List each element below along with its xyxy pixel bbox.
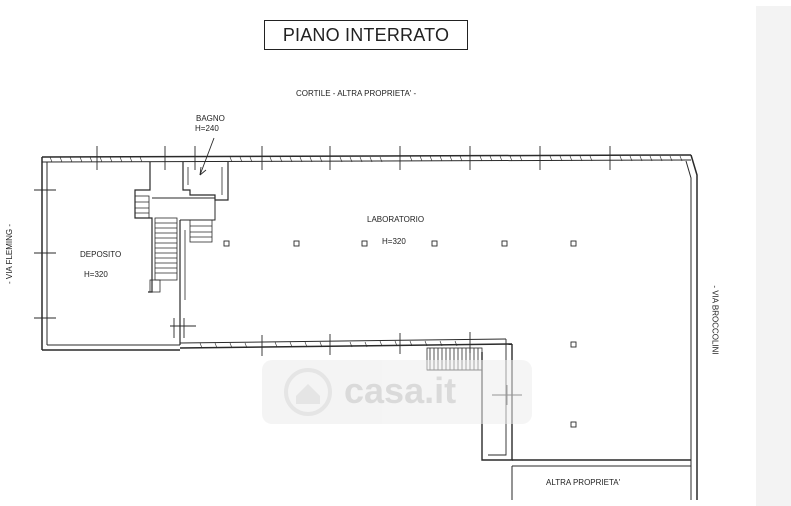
label-bagno-height: H=240 [195,124,219,133]
pillar [570,341,577,348]
wall-left-ticks [34,189,56,319]
wall-bottom-mid [179,343,513,349]
label-cortile: CORTILE - ALTRA PROPRIETA' - [296,89,417,98]
stairs-main [134,195,213,293]
label-laboratorio-height: H=320 [382,237,406,246]
wall-bottom-mid-inner [179,338,507,344]
label-via-broccolini: - VIA BROCCOLINI [710,285,720,355]
pillar [570,240,577,247]
plan-title-box: PIANO INTERRATO [264,20,468,50]
side-panel [756,6,791,506]
watermark [262,360,532,424]
wall-top-hatch [49,155,683,163]
wall-right-inner [685,160,692,500]
wall-right [690,154,698,500]
wall-bottom-ticks [261,332,471,356]
door-ticks [170,318,196,338]
label-laboratorio: LABORATORIO [367,215,425,224]
pillar [361,240,368,247]
label-deposito-height: H=320 [84,270,108,279]
pillar [431,240,438,247]
wall-top-ticks [96,146,611,170]
label-via-fleming: - VIA FLEMING - [5,223,15,285]
plan-title: PIANO INTERRATO [282,24,450,45]
bagno-arrowhead [199,166,207,176]
label-altra-proprieta: ALTRA PROPRIETA' [546,478,621,487]
partition-deposito [134,162,153,293]
pillar [223,240,230,247]
bagno-arrow [199,137,215,176]
wall-top [41,154,692,158]
pillar [293,240,300,247]
pillars [223,240,577,428]
wall-top-inner [41,159,692,163]
label-bagno: BAGNO [196,114,225,123]
house-icon [284,368,332,416]
label-deposito: DEPOSITO [80,250,122,259]
altra-proprieta-box [511,466,692,500]
watermark-text: casa.it [344,370,457,411]
pillar [501,240,508,247]
bagno-walls [182,162,229,201]
stairs-divider [152,197,216,221]
bagno-inner [187,167,223,195]
pillar [570,421,577,428]
wall-bottom-hatch [199,340,458,349]
